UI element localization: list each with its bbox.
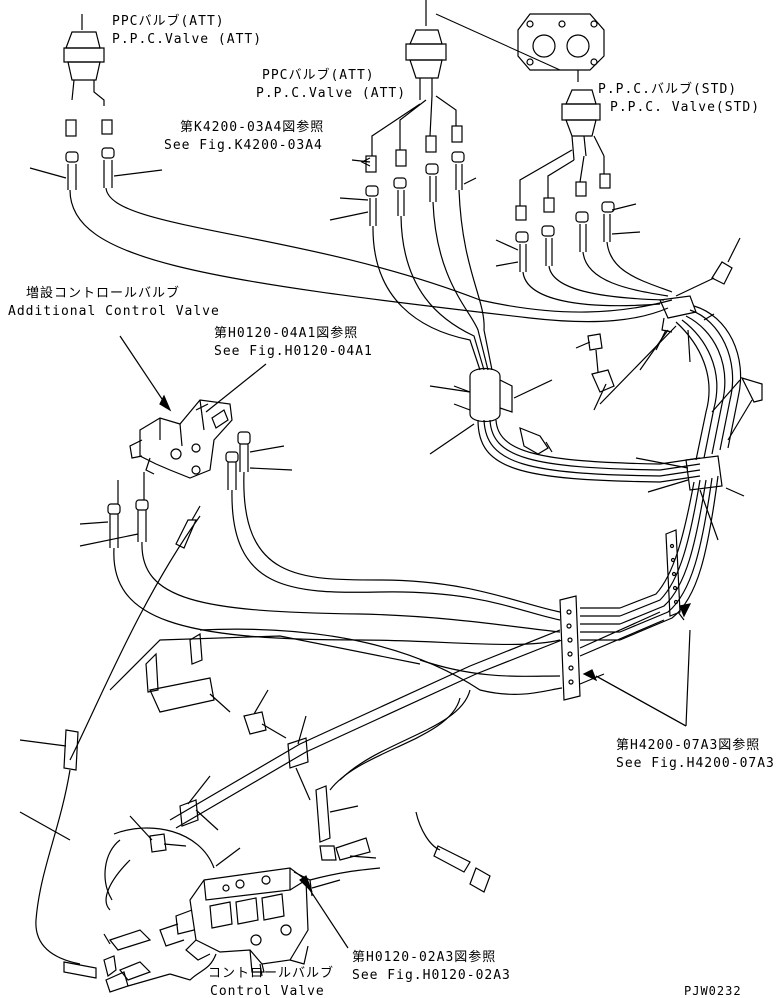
- leader-lines: [351, 157, 692, 727]
- label-ppc-att-top-jp: PPCバルブ(ATT): [112, 14, 225, 29]
- drawing-code: PJW0232: [684, 984, 742, 998]
- ppc-valve-std: [561, 89, 605, 161]
- bracket-vertical: [665, 529, 685, 621]
- fittings-att-mid: [329, 95, 477, 226]
- bolts-mid-right: [575, 333, 615, 411]
- lower-hoses: [113, 471, 563, 695]
- label-additional-cv-jp: 増設コントロールバルブ: [26, 286, 181, 301]
- label-ppc-std-jp: P.P.C.バルブ(STD): [598, 82, 738, 97]
- steel-tube: [109, 629, 563, 831]
- label-ref-h0120-02-en: See Fig.H0120-02A3: [352, 968, 511, 983]
- label-control-valve-jp: コントロールバルブ: [208, 966, 335, 981]
- left-hoses: [19, 515, 215, 979]
- additional-control-valve: [119, 335, 267, 479]
- ppc-valve-att-top: [63, 14, 105, 106]
- label-ref-k4200-jp: 第K4200-03A4図参照: [180, 120, 325, 135]
- main-control-valve: [103, 847, 381, 993]
- label-ppc-att-mid-jp: PPCバルブ(ATT): [262, 68, 375, 83]
- bolts-lower: [129, 689, 491, 893]
- label-control-valve-en: Control Valve: [210, 984, 325, 998]
- label-ref-k4200-en: See Fig.K4200-03A4: [164, 138, 323, 153]
- label-ref-h4200-en: See Fig.H4200-07A3: [616, 756, 775, 771]
- label-ppc-att-mid-en: P.P.C.Valve (ATT): [256, 86, 407, 101]
- ppc-valve-att-mid: [405, 0, 561, 100]
- fittings-std: [495, 149, 641, 272]
- clamp-center: [429, 367, 701, 483]
- label-ref-h0120-04-jp: 第H0120-04A1図参照: [214, 326, 359, 341]
- fittings-additional: [79, 431, 293, 549]
- label-ref-h0120-04-en: See Fig.H0120-04A1: [214, 344, 373, 359]
- clamp-upper-right: [599, 237, 763, 461]
- label-ref-h0120-02-jp: 第H0120-02A3図参照: [352, 950, 497, 965]
- upper-hoses: [69, 187, 673, 371]
- clamp-lower-right: [619, 455, 745, 641]
- label-ppc-att-top-en: P.P.C.Valve (ATT): [112, 32, 263, 47]
- valve-plate: [517, 13, 605, 82]
- label-ppc-std-en: P.P.C. Valve(STD): [610, 100, 761, 115]
- label-additional-cv-en: Additional Control Valve: [8, 304, 220, 319]
- fittings-att-top: [29, 119, 163, 190]
- label-ref-h4200-jp: 第H4200-07A3図参照: [616, 738, 761, 753]
